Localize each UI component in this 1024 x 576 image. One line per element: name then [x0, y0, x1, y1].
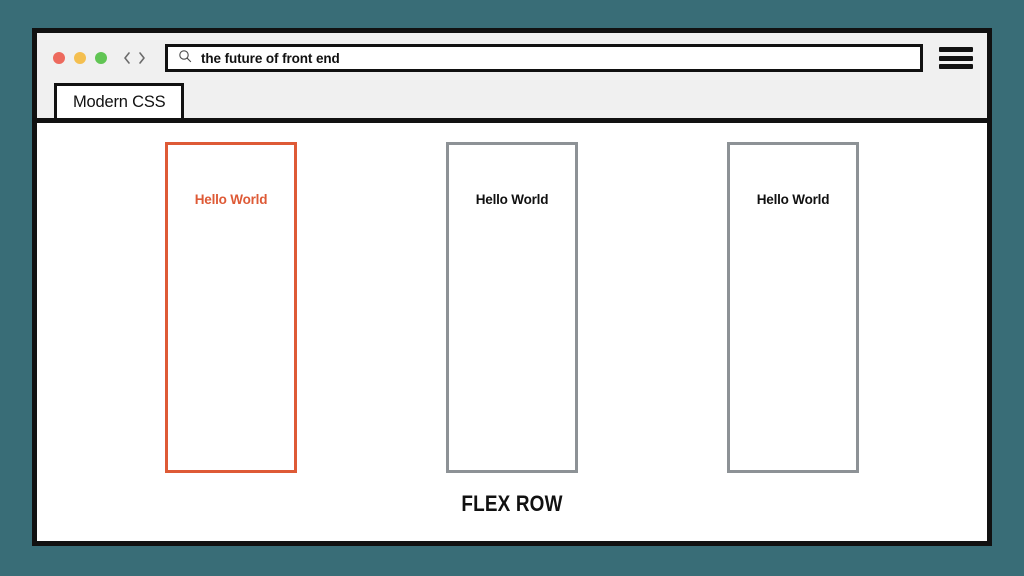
flex-row-container: Hello World Hello World Hello World [37, 142, 987, 473]
hamburger-bar-3 [939, 64, 973, 69]
flex-item-1: Hello World [165, 142, 297, 473]
address-bar-text[interactable]: the future of front end [201, 50, 340, 66]
flex-item-1-label: Hello World [194, 192, 268, 207]
hamburger-bar-1 [939, 47, 973, 52]
flex-item-3: Hello World [727, 142, 859, 473]
chevron-left-icon[interactable] [121, 50, 133, 66]
address-bar[interactable]: the future of front end [165, 44, 923, 72]
search-icon [178, 49, 192, 68]
window-controls [53, 52, 107, 64]
minimize-window-button[interactable] [74, 52, 86, 64]
flex-item-2-label: Hello World [475, 192, 549, 207]
browser-toolbar: the future of front end [37, 33, 987, 83]
hamburger-bar-2 [939, 55, 973, 61]
page-viewport: Hello World Hello World Hello World FLEX… [37, 123, 987, 541]
browser-chrome: the future of front end Modern CSS [37, 33, 987, 123]
maximize-window-button[interactable] [95, 52, 107, 64]
flex-item-2: Hello World [446, 142, 578, 473]
browser-window: the future of front end Modern CSS Hello… [32, 28, 992, 546]
close-window-button[interactable] [53, 52, 65, 64]
navigation-controls [121, 50, 148, 66]
flex-item-3-label: Hello World [756, 192, 830, 207]
tab-label: Modern CSS [73, 92, 166, 111]
chevron-right-icon[interactable] [136, 50, 148, 66]
page-caption: FLEX ROW [461, 491, 563, 516]
hamburger-menu-icon[interactable] [939, 45, 973, 71]
tab-strip: Modern CSS [37, 83, 987, 118]
tab-modern-css[interactable]: Modern CSS [54, 83, 185, 118]
